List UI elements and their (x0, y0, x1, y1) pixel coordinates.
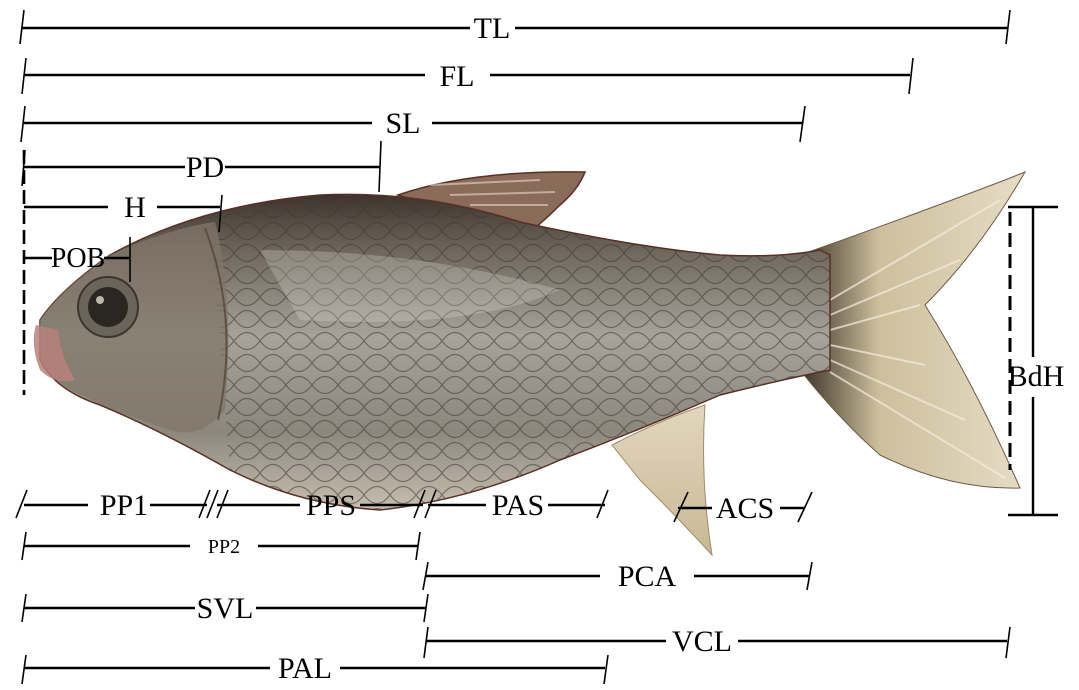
measure-pp1: PP1 (16, 489, 210, 522)
measure-vcl: VCL (424, 625, 1010, 658)
label-pp2: PP2 (208, 536, 240, 558)
measure-pd: PD (22, 141, 381, 192)
label-pp1: PP1 (100, 489, 148, 522)
label-bdh: BdH (1008, 360, 1065, 393)
label-pca: PCA (618, 560, 677, 593)
measure-bdh: BdH (1008, 207, 1065, 515)
label-h: H (124, 191, 146, 224)
label-vcl: VCL (672, 625, 732, 658)
label-pas: PAS (492, 489, 544, 522)
label-fl: FL (439, 60, 474, 93)
label-tl: TL (474, 12, 511, 45)
measure-pp2: PP2 (22, 532, 420, 560)
label-acs: ACS (716, 492, 774, 525)
measure-pca: PCA (423, 560, 812, 593)
label-svl: SVL (197, 592, 254, 625)
caudal-fin (800, 172, 1025, 488)
measure-svl: SVL (22, 592, 428, 625)
label-pal: PAL (278, 652, 332, 685)
label-sl: SL (385, 107, 420, 140)
label-pob: POB (51, 243, 105, 274)
fish-eye (78, 277, 138, 337)
label-pd: PD (186, 151, 224, 184)
measure-tl: TL (20, 10, 1010, 45)
measure-fl: FL (22, 58, 913, 94)
measure-sl: SL (21, 106, 805, 142)
label-pps: PPS (306, 489, 356, 522)
measure-pal: PAL (22, 652, 608, 685)
